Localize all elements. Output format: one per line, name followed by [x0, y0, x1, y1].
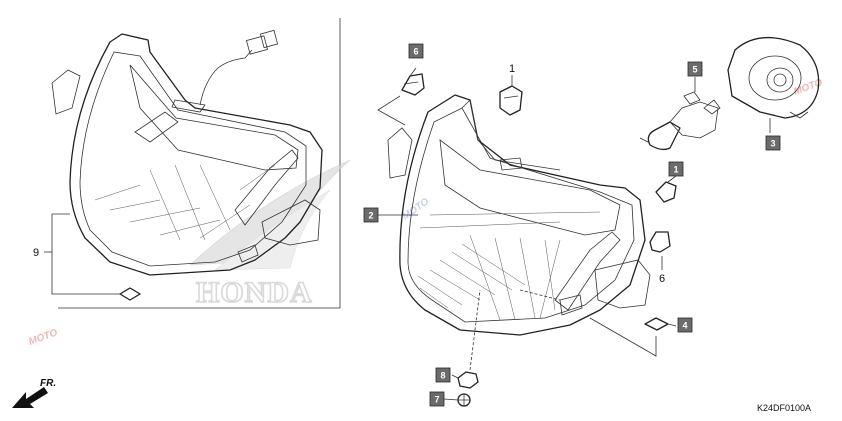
clip-1 — [499, 85, 523, 116]
callout-9[interactable]: 9 — [33, 247, 39, 259]
clip-6 — [649, 231, 671, 253]
watermark-moto-right: MOTO — [792, 77, 824, 98]
svg-text:4: 4 — [682, 321, 687, 331]
callout-2-box[interactable]: 2 — [363, 207, 379, 223]
callout-1-box[interactable]: 1 — [668, 161, 684, 177]
left-headlight-assembly — [51, 29, 323, 276]
front-label: FR. — [40, 378, 56, 389]
nut-9 — [119, 287, 141, 301]
front-direction-indicator: FR. — [12, 378, 56, 408]
bulb-cover — [727, 36, 820, 119]
svg-text:3: 3 — [770, 139, 775, 149]
callout-8-box[interactable]: 8 — [435, 367, 451, 383]
watermark-wing — [189, 159, 351, 271]
clip-1-lower — [655, 181, 677, 203]
callout-1-top[interactable]: 1 — [509, 63, 515, 75]
screw-8 — [457, 371, 479, 389]
svg-text:5: 5 — [692, 65, 697, 75]
svg-text:1: 1 — [673, 165, 678, 175]
callout-6-plain[interactable]: 6 — [659, 273, 665, 285]
watermark-honda-text: HONDA — [196, 276, 313, 309]
svg-text:7: 7 — [434, 395, 439, 405]
inset-frame — [58, 18, 341, 309]
bulb — [639, 91, 721, 151]
right-headlight-housing — [387, 94, 651, 336]
diagram-code: K24DF0100A — [757, 403, 811, 413]
front-arrow-icon — [12, 387, 48, 408]
svg-text:2: 2 — [368, 211, 373, 221]
callout-4-box[interactable]: 4 — [677, 317, 693, 333]
watermark-moto-left: MOTO — [27, 327, 59, 348]
screw-7 — [457, 393, 471, 407]
callout-5-box[interactable]: 5 — [687, 61, 703, 77]
clip-upper-left — [401, 73, 425, 96]
nut-4 — [644, 317, 669, 331]
watermark-moto-mid: MOTO — [400, 196, 431, 222]
callout-6-box[interactable]: 6 — [408, 43, 424, 59]
callout-3-box[interactable]: 3 — [765, 135, 781, 151]
leader-lines — [44, 67, 771, 401]
svg-text:6: 6 — [413, 47, 418, 57]
callout-7-box[interactable]: 7 — [429, 391, 445, 407]
svg-text:8: 8 — [440, 371, 445, 381]
